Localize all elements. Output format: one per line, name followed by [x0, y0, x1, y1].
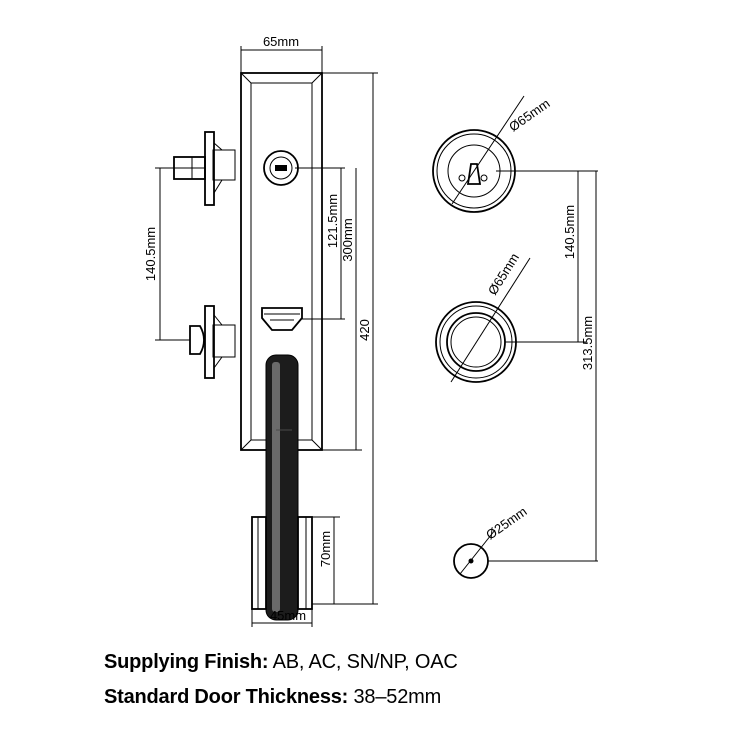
spec-supplying-finish: Supplying Finish: AB, AC, SN/NP, OAC [104, 651, 458, 674]
label-cylinder-to-rose: 313.5mm [580, 316, 595, 370]
spec-thickness-value: 38–52mm [353, 686, 442, 708]
dimension-cylinder-bottom: 300mm [322, 168, 362, 451]
dimension-overall-height: 420 [312, 72, 378, 605]
spec-finish-value: AB, AC, SN/NP, OAC [272, 651, 458, 673]
bottom-rose: Ø25mm [453, 504, 598, 579]
lockset-technical-drawing: 65mm 140.5mm 121.5mm 300mm 420 70mm 45mm [143, 34, 598, 627]
label-plate-width: 65mm [263, 34, 299, 49]
spec-thickness-label: Standard Door Thickness: [104, 686, 349, 708]
label-cylinder-thumb: 121.5mm [325, 194, 340, 248]
label-bottom-rose: Ø25mm [483, 504, 529, 543]
latch-rose: Ø65mm [435, 250, 586, 383]
dimension-cylinder-to-rose: 313.5mm [580, 171, 597, 561]
label-latch-rose: Ø65mm [485, 250, 522, 297]
label-right-spacing: 140.5mm [562, 205, 577, 259]
dimension-handle-bottom: 70mm [312, 516, 340, 604]
spec-finish-label: Supplying Finish: [104, 651, 269, 673]
dimension-right-spacing: 140.5mm [562, 171, 579, 342]
dimension-handle-width: 45mm [251, 608, 313, 627]
pull-handle [251, 354, 313, 621]
thumb-piece [261, 307, 303, 331]
label-left-spacing: 140.5mm [143, 227, 158, 281]
spec-door-thickness: Standard Door Thickness: 38–52mm [104, 686, 441, 709]
label-cylinder-bottom: 300mm [340, 218, 355, 261]
label-deadbolt-rose: Ø65mm [506, 96, 552, 135]
dimension-left-spacing: 140.5mm [143, 167, 205, 341]
key-cylinder [263, 150, 299, 186]
latch-side-profile [189, 305, 236, 379]
label-handle-width: 45mm [270, 608, 306, 623]
deadbolt-rose: Ø65mm [432, 96, 598, 213]
dimension-plate-width: 65mm [240, 34, 323, 73]
label-handle-bottom: 70mm [318, 531, 333, 567]
dimension-cylinder-thumb: 121.5mm [295, 167, 345, 320]
label-overall-height: 420 [357, 319, 372, 341]
